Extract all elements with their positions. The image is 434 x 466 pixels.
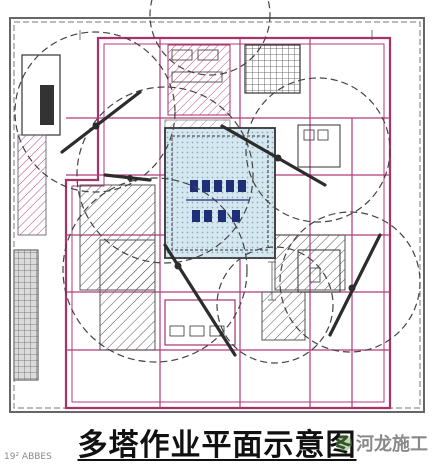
caption-text: 多塔作业平面示意图 (77, 428, 357, 463)
top-rooms (167, 44, 301, 116)
watermark-brand-text: 河龙施工 (356, 434, 428, 455)
dimension-marks (79, 30, 373, 301)
left-side-structures (13, 54, 61, 381)
tower-crane-site-plan (9, 0, 425, 413)
crane-masts (92, 122, 356, 292)
logo-icon (336, 435, 352, 451)
diagram-caption: 多塔作业平面示意图 (0, 418, 434, 466)
watermark-brand: 河龙施工 (336, 430, 428, 456)
crane-reach-arcs (14, 0, 421, 364)
hatched-zones (79, 119, 346, 351)
core-tower (164, 127, 276, 259)
watermark-small: 19² ABBES (4, 452, 52, 462)
